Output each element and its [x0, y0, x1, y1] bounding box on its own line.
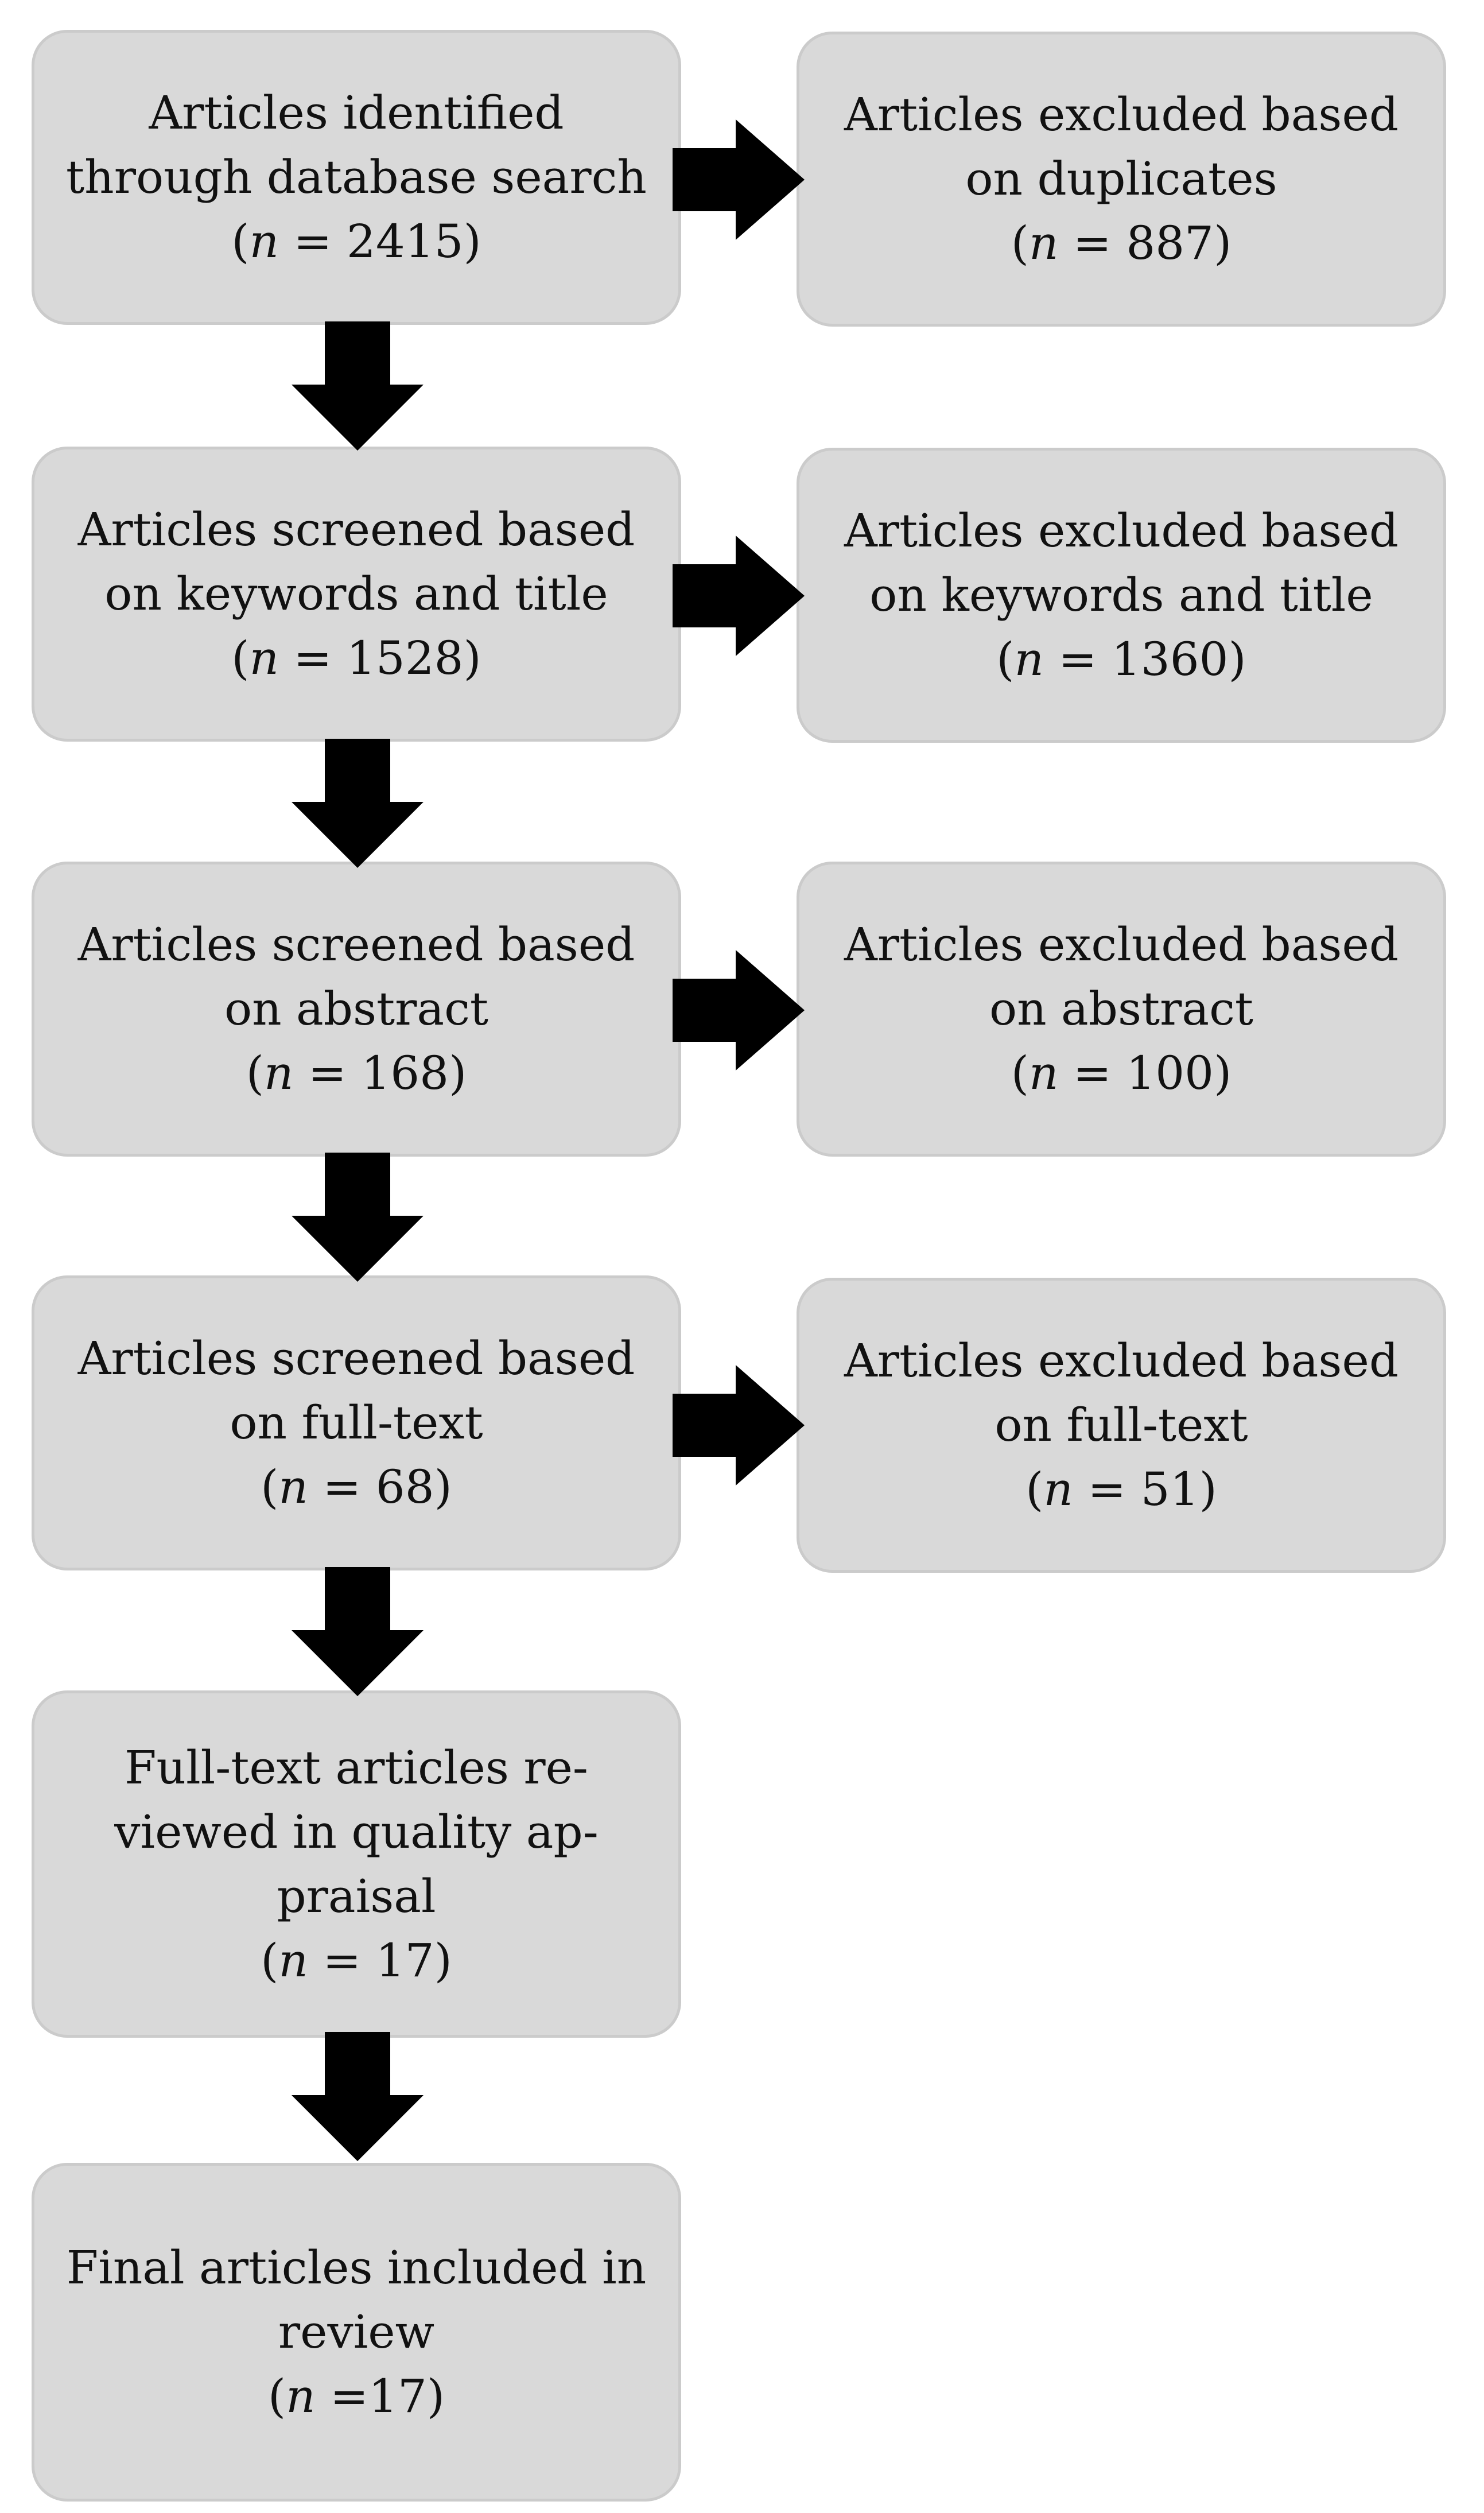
box-text-line: on keywords and title: [869, 568, 1373, 622]
box-text-line: review: [278, 2305, 435, 2359]
box-count: (n = 1528): [231, 631, 481, 685]
excluded-box-duplicates: Articles excluded based on duplicates (n…: [797, 32, 1446, 327]
box-text-line: Full-text articles re-: [125, 1740, 588, 1794]
arrow-down-icon: [292, 2032, 424, 2161]
arrow-right-icon: [673, 536, 805, 656]
box-text-line: on keywords and title: [104, 567, 608, 621]
stage-box-identified: Articles identified through database sea…: [32, 30, 681, 325]
box-count: (n = 887): [1011, 216, 1232, 270]
count-value: = 51: [1087, 1463, 1199, 1516]
stage-box-full-text: Articles screened based on full-text (n …: [32, 1275, 681, 1570]
arrow-down-icon: [292, 321, 424, 451]
arrow-right-icon: [673, 119, 805, 240]
box-text-line: Articles excluded based: [844, 1334, 1399, 1387]
arrow-right-icon: [673, 950, 805, 1071]
box-text-line: on full-text: [994, 1398, 1248, 1452]
count-value: = 1528: [293, 631, 464, 685]
count-symbol: n: [1028, 216, 1059, 270]
box-text-line: Articles screened based: [77, 1332, 635, 1385]
box-count: (n = 168): [246, 1046, 467, 1100]
box-text-line: Articles excluded based: [844, 918, 1399, 971]
stage-box-keywords-title: Articles screened based on keywords and …: [32, 447, 681, 742]
count-value: = 100: [1073, 1046, 1214, 1100]
stage-box-abstract: Articles screened based on abstract (n =…: [32, 862, 681, 1157]
box-text-line: praisal: [277, 1869, 436, 1923]
count-value: = 68: [323, 1460, 434, 1514]
count-symbol: n: [278, 1933, 308, 1987]
box-count: (n = 2415): [231, 215, 481, 268]
count-symbol: n: [249, 215, 279, 268]
count-value: = 887: [1073, 216, 1214, 270]
arrow-right-icon: [673, 1365, 805, 1486]
count-value: = 168: [308, 1046, 449, 1100]
count-symbol: n: [1014, 633, 1044, 686]
count-symbol: n: [263, 1046, 294, 1100]
excluded-box-full-text: Articles excluded based on full-text (n …: [797, 1278, 1446, 1573]
box-count: (n = 51): [1025, 1463, 1217, 1516]
arrow-down-icon: [292, 739, 424, 868]
box-text-line: on abstract: [989, 982, 1254, 1036]
box-text-line: through database search: [66, 150, 647, 204]
box-count: (n = 17): [261, 1933, 452, 1987]
count-symbol: n: [1043, 1463, 1073, 1516]
box-text-line: Articles excluded based: [844, 504, 1399, 557]
box-text-line: Final articles included in: [66, 2241, 647, 2294]
count-value: = 1360: [1058, 633, 1229, 686]
box-text-line: Articles screened based: [77, 918, 635, 971]
count-symbol: n: [249, 631, 279, 685]
stage-box-final-included: Final articles included in review (n =17…: [32, 2163, 681, 2502]
box-text-line: Articles excluded based: [844, 88, 1399, 141]
box-count: (n = 1360): [996, 633, 1246, 686]
box-text-line: viewed in quality ap-: [114, 1805, 599, 1859]
excluded-box-keywords-title: Articles excluded based on keywords and …: [797, 448, 1446, 743]
count-value: = 2415: [293, 215, 464, 268]
count-symbol: n: [278, 1460, 308, 1514]
arrow-down-icon: [292, 1153, 424, 1282]
arrow-down-icon: [292, 1567, 424, 1696]
box-count: (n = 100): [1011, 1046, 1232, 1100]
count-symbol: n: [286, 2369, 316, 2423]
box-text-line: on full-text: [230, 1396, 483, 1449]
count-symbol: n: [1028, 1046, 1059, 1100]
excluded-box-abstract: Articles excluded based on abstract (n =…: [797, 862, 1446, 1157]
box-text-line: Articles screened based: [77, 503, 635, 556]
box-count: (n = 68): [261, 1460, 452, 1514]
count-value: =17: [330, 2369, 427, 2423]
box-count: (n =17): [267, 2369, 445, 2423]
box-text-line: Articles identified: [149, 86, 564, 139]
stage-box-quality-appraisal: Full-text articles re- viewed in quality…: [32, 1690, 681, 2038]
box-text-line: on abstract: [224, 982, 489, 1036]
count-value: = 17: [323, 1933, 434, 1987]
box-text-line: on duplicates: [965, 152, 1277, 205]
